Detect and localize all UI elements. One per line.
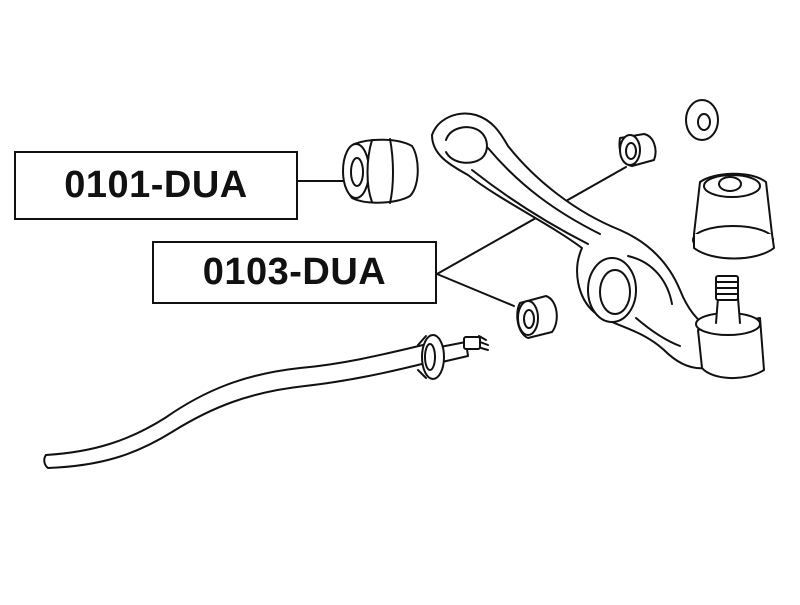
control-arm-bushing [342, 138, 419, 204]
arm-bushing-upper [618, 133, 657, 167]
arm-bushing-lower [516, 295, 558, 339]
stabilizer-bar [43, 335, 489, 469]
part-number-label-b: 0103-DUA [152, 241, 437, 304]
part-number-label-a: 0101-DUA [14, 151, 298, 220]
lower-control-arm [431, 112, 711, 370]
stabilizer-bushing [417, 334, 445, 380]
leader-line-part-b-lower [436, 273, 515, 307]
ball-joint [695, 275, 765, 380]
leader-line-part-b-upper [436, 166, 627, 275]
dust-boot [692, 172, 775, 260]
washer-nut [685, 99, 719, 141]
